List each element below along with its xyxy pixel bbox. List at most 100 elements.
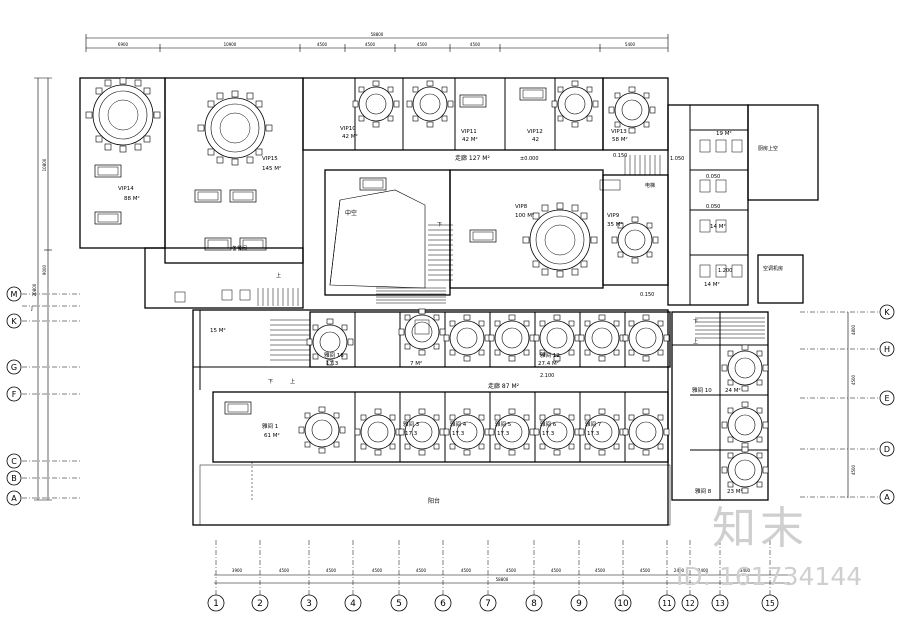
fixtures (174, 139, 743, 335)
svg-text:4500: 4500 (851, 464, 856, 475)
dimension-lines (34, 34, 849, 584)
svg-text:C: C (11, 457, 17, 466)
svg-text:4500: 4500 (551, 568, 562, 573)
svg-text:电梯: 电梯 (645, 182, 655, 189)
svg-text:58800: 58800 (496, 577, 509, 582)
svg-text:145 M²: 145 M² (262, 165, 281, 172)
svg-text:雅间 6: 雅间 6 (540, 420, 557, 428)
walls (79, 77, 819, 526)
svg-text:2: 2 (257, 599, 263, 609)
svg-text:下: 下 (437, 222, 442, 228)
svg-text:58800: 58800 (371, 32, 384, 37)
svg-text:H: H (884, 345, 890, 354)
svg-text:A: A (884, 493, 890, 502)
column-axis-labels: 1 2 3 4 5 6 7 8 9 10 11 12 13 15 (213, 599, 775, 609)
row-axis-labels-right: K H E D A (884, 308, 890, 502)
svg-text:K: K (884, 308, 890, 317)
svg-text:上: 上 (693, 338, 698, 345)
svg-text:雅间 8: 雅间 8 (695, 487, 712, 495)
svg-text:3400: 3400 (740, 568, 751, 573)
axis-grid-lines (22, 293, 880, 595)
svg-text:10900: 10900 (224, 42, 237, 47)
svg-text:2400: 2400 (674, 568, 685, 573)
svg-text:中空: 中空 (345, 209, 357, 217)
svg-text:15: 15 (765, 599, 775, 608)
svg-text:24 M²: 24 M² (725, 387, 741, 394)
svg-text:4500: 4500 (279, 568, 290, 573)
svg-text:VIP8: VIP8 (515, 204, 528, 210)
sofas (94, 87, 547, 415)
svg-text:VIP15: VIP15 (262, 156, 278, 162)
svg-text:雅间 3: 雅间 3 (403, 420, 420, 428)
svg-text:厨房上空: 厨房上空 (758, 145, 778, 152)
row-axis-labels-left: M K G F C B A J (11, 290, 33, 503)
svg-text:1.050: 1.050 (670, 156, 684, 162)
svg-text:D: D (884, 445, 890, 454)
svg-text:4500: 4500 (470, 42, 481, 47)
svg-text:7 M²: 7 M² (410, 360, 422, 367)
watermark-id: ID: 161734144 (676, 562, 863, 591)
svg-text:4500: 4500 (326, 568, 337, 573)
svg-text:上: 上 (290, 378, 295, 385)
svg-text:17.3: 17.3 (326, 361, 339, 367)
svg-text:2400: 2400 (698, 568, 709, 573)
svg-text:9000: 9000 (42, 264, 47, 275)
svg-text:17.3: 17.3 (587, 431, 600, 437)
svg-text:雅间 10: 雅间 10 (692, 386, 712, 394)
svg-text:雅间 1: 雅间 1 (262, 422, 278, 430)
svg-text:雅间 4: 雅间 4 (450, 420, 467, 428)
svg-text:23 M²: 23 M² (727, 488, 743, 495)
svg-text:上: 上 (276, 272, 281, 279)
svg-text:VIP10: VIP10 (340, 126, 356, 132)
partitions (193, 78, 768, 500)
svg-text:4500: 4500 (461, 568, 472, 573)
svg-text:17.3: 17.3 (452, 431, 465, 437)
svg-text:4500: 4500 (416, 568, 427, 573)
svg-text:阳台: 阳台 (428, 497, 440, 505)
svg-text:K: K (11, 317, 17, 326)
svg-text:0.050: 0.050 (706, 174, 720, 180)
svg-text:58 M²: 58 M² (612, 136, 628, 143)
svg-text:100 M²: 100 M² (515, 212, 534, 219)
svg-text:9: 9 (576, 599, 582, 609)
svg-text:雅间 7: 雅间 7 (585, 420, 602, 428)
svg-text:88 M²: 88 M² (124, 195, 140, 202)
svg-text:4800: 4800 (851, 324, 856, 335)
svg-text:4500: 4500 (640, 568, 651, 573)
svg-text:4500: 4500 (595, 568, 606, 573)
svg-text:35 M²: 35 M² (607, 221, 623, 228)
svg-text:E: E (884, 394, 889, 403)
svg-text:42 M²: 42 M² (342, 133, 358, 140)
svg-text:VIP9: VIP9 (607, 213, 620, 219)
svg-text:雅间 12: 雅间 12 (540, 351, 560, 359)
svg-text:42 M²: 42 M² (462, 136, 478, 143)
svg-text:5400: 5400 (625, 42, 636, 47)
svg-text:4500: 4500 (417, 42, 428, 47)
svg-text:VIP12: VIP12 (527, 129, 543, 135)
svg-text:雅间 16: 雅间 16 (324, 351, 344, 359)
svg-text:0.150: 0.150 (640, 292, 654, 298)
svg-text:备餐间: 备餐间 (232, 245, 247, 252)
svg-text:F: F (12, 390, 17, 399)
svg-text:17.3: 17.3 (497, 431, 510, 437)
svg-text:4500: 4500 (506, 568, 517, 573)
svg-text:2.100: 2.100 (540, 373, 554, 379)
stairs (257, 155, 765, 361)
svg-text:14 M²: 14 M² (704, 281, 720, 288)
svg-text:4500: 4500 (365, 42, 376, 47)
svg-text:0.050: 0.050 (706, 204, 720, 210)
svg-text:6900: 6900 (118, 42, 129, 47)
svg-text:J: J (30, 306, 32, 312)
svg-text:13: 13 (715, 599, 725, 608)
row-axis-bubbles-right (879, 304, 895, 505)
svg-text:11: 11 (662, 599, 672, 608)
svg-text:20800: 20800 (32, 283, 37, 296)
svg-text:10800: 10800 (42, 158, 47, 171)
svg-text:7: 7 (485, 599, 491, 609)
svg-text:12: 12 (685, 599, 695, 608)
svg-text:M: M (11, 290, 18, 299)
svg-text:空调机房: 空调机房 (763, 265, 783, 272)
column-axis-bubbles (207, 594, 779, 612)
svg-text:走廊 127 M²: 走廊 127 M² (455, 154, 490, 162)
svg-text:8: 8 (531, 599, 537, 609)
